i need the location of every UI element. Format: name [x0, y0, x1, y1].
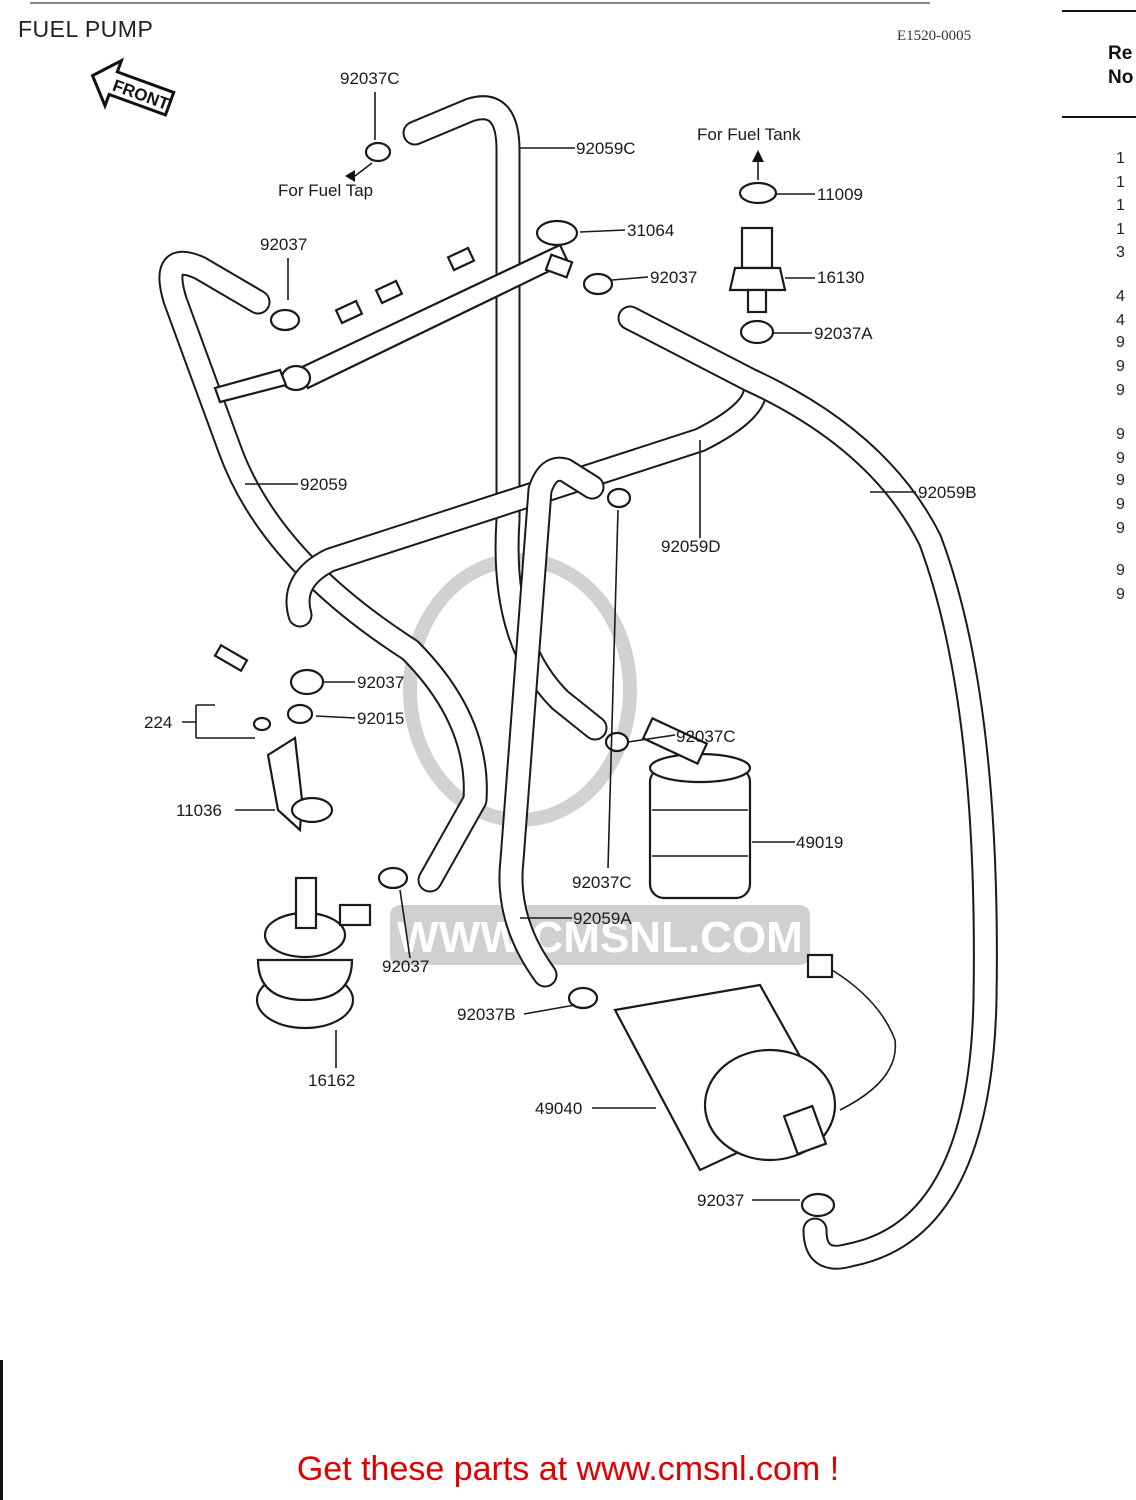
fuel-filter-49019	[641, 716, 752, 900]
label-92059A: 92059A	[573, 909, 632, 928]
ref-item: 9	[1116, 496, 1125, 513]
watermark-text: WWW.CMSNL.COM	[397, 913, 803, 962]
label-92037-bottom: 92037	[697, 1191, 744, 1210]
ref-heading: Re No	[1108, 42, 1133, 90]
ref-item: 9	[1116, 358, 1125, 375]
ref-heading-line1: Re	[1108, 43, 1133, 64]
page-title: FUEL PUMP	[18, 16, 154, 42]
regulator-16162	[255, 876, 372, 1030]
ref-item: 9	[1116, 334, 1125, 351]
label-92037-side: 92037	[382, 957, 429, 976]
label-31064: 31064	[627, 221, 674, 240]
ref-item: 9	[1116, 450, 1125, 467]
label-11009: 11009	[817, 185, 863, 204]
ref-item: 9	[1116, 586, 1125, 603]
label-16130: 16130	[817, 268, 864, 287]
ref-item: 1	[1116, 150, 1125, 167]
ref-top-rule	[1062, 10, 1136, 12]
ref-item: 4	[1116, 312, 1125, 329]
left-edge-bar	[0, 1360, 3, 1500]
ref-item: 9	[1116, 472, 1125, 489]
label-92037A: 92037A	[814, 324, 873, 343]
label-224: 224	[144, 713, 172, 732]
label-92037C-top: 92037C	[340, 69, 400, 88]
leader-lines	[182, 92, 916, 1201]
label-92037-left: 92037	[260, 235, 307, 254]
label-92059D: 92059D	[661, 537, 721, 556]
to-fuel-tank-label: For Fuel Tank	[697, 125, 801, 144]
front-arrow-icon: FRONT	[90, 57, 176, 117]
label-92059B: 92059B	[918, 483, 977, 502]
label-92015: 92015	[357, 709, 404, 728]
ref-item: 9	[1116, 426, 1125, 443]
ref-item: 9	[1116, 562, 1125, 579]
part-labels: 92037C 92059C 11009 31064 92037 92037 16…	[144, 69, 977, 1210]
fuel-pump-49040	[613, 953, 897, 1172]
ref-heading-line2: No	[1108, 67, 1134, 88]
to-fuel-tap-label: For Fuel Tap	[278, 181, 373, 200]
ref-item: 1	[1116, 221, 1125, 238]
reference-column: Re No 1 1 1 1 3 4 4 9 9 9 9 9 9 9 9 9 9	[1062, 0, 1136, 620]
footer-link[interactable]: Get these parts at www.cmsnl.com !	[296, 1450, 840, 1488]
label-11036: 11036	[176, 801, 222, 820]
label-49040: 49040	[535, 1099, 582, 1118]
diagram-code: E1520-0005	[897, 28, 972, 44]
tank-fitting-16130	[728, 150, 787, 314]
direction-labels: For Fuel Tap For Fuel Tank	[278, 125, 801, 200]
label-92037B: 92037B	[457, 1005, 516, 1024]
ref-item: 1	[1116, 174, 1125, 191]
ref-item: 9	[1116, 520, 1125, 537]
label-92059C: 92059C	[576, 139, 636, 158]
bracket-11036	[213, 643, 334, 833]
label-49019: 49019	[796, 833, 843, 852]
fuel-pump-diagram: WWW.CMSNL.COM FRONT	[90, 57, 998, 1270]
label-16162: 16162	[308, 1071, 355, 1090]
ref-item: 3	[1116, 244, 1125, 261]
label-92037C-low: 92037C	[572, 873, 632, 892]
ref-item: 4	[1116, 288, 1125, 305]
ref-header-rule	[1062, 116, 1136, 118]
ref-item: 1	[1116, 197, 1125, 214]
label-92037-mid: 92037	[650, 268, 697, 287]
label-92059: 92059	[300, 475, 347, 494]
label-92037-reg: 92037	[357, 673, 404, 692]
top-rule	[30, 2, 930, 4]
label-92037C-filter: 92037C	[676, 727, 736, 746]
fuel-rail	[213, 219, 579, 404]
ref-item: 9	[1116, 382, 1125, 399]
